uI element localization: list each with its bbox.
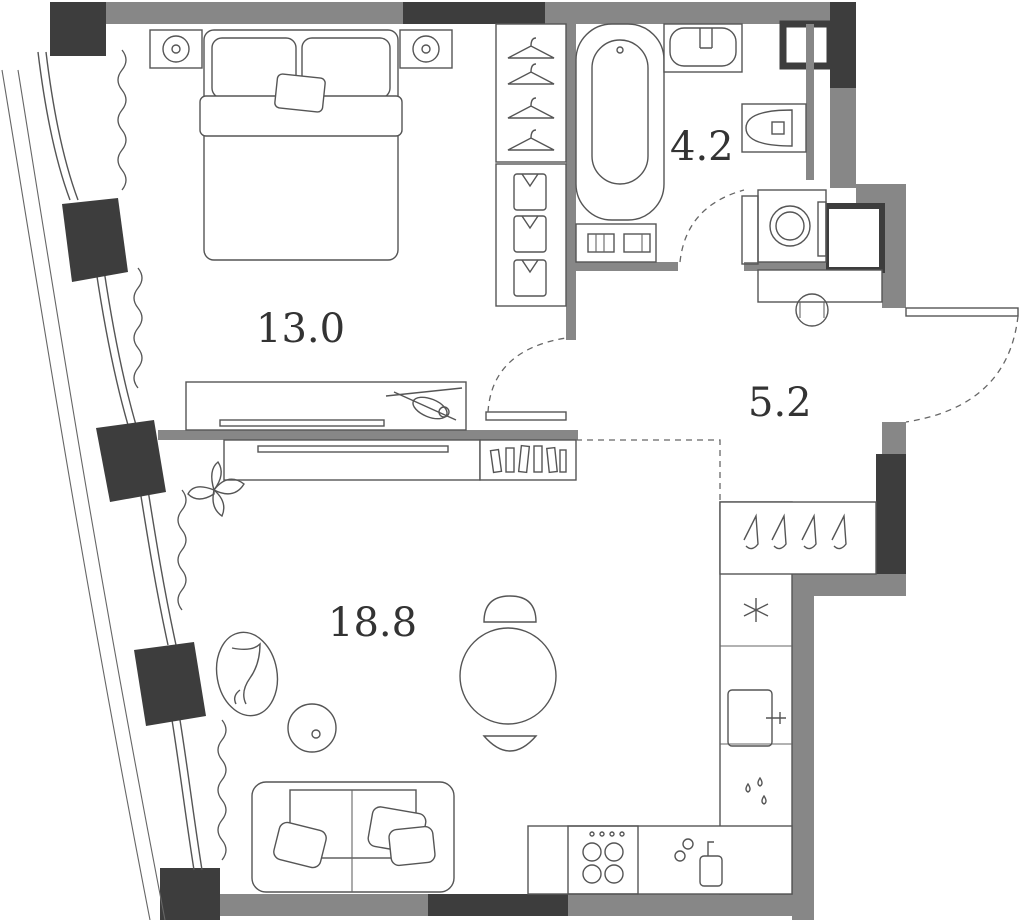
hallway	[485, 269, 1019, 502]
shirt-icon	[513, 173, 547, 297]
bedroom	[149, 29, 453, 261]
violin-icon	[385, 387, 463, 421]
facade-windows	[1, 51, 206, 920]
curtains	[117, 49, 227, 861]
kitchen	[527, 501, 877, 895]
living	[187, 439, 577, 893]
hanger-icon	[743, 513, 847, 550]
cat-icon	[231, 642, 261, 705]
room-area-bedroom: 13.0	[256, 306, 345, 352]
water-drops-icon	[745, 776, 767, 805]
plant-icon	[187, 460, 245, 518]
room-area-hallway: 5.2	[748, 380, 812, 426]
hanger-icon	[507, 37, 555, 151]
tv-unit	[185, 381, 467, 431]
bathroom	[575, 23, 827, 265]
snowflake-icon	[743, 598, 769, 622]
room-area-living: 18.8	[328, 600, 417, 646]
room-area-bathroom: 4.2	[670, 124, 734, 170]
walls	[50, 2, 906, 920]
wardrobe	[495, 23, 567, 307]
